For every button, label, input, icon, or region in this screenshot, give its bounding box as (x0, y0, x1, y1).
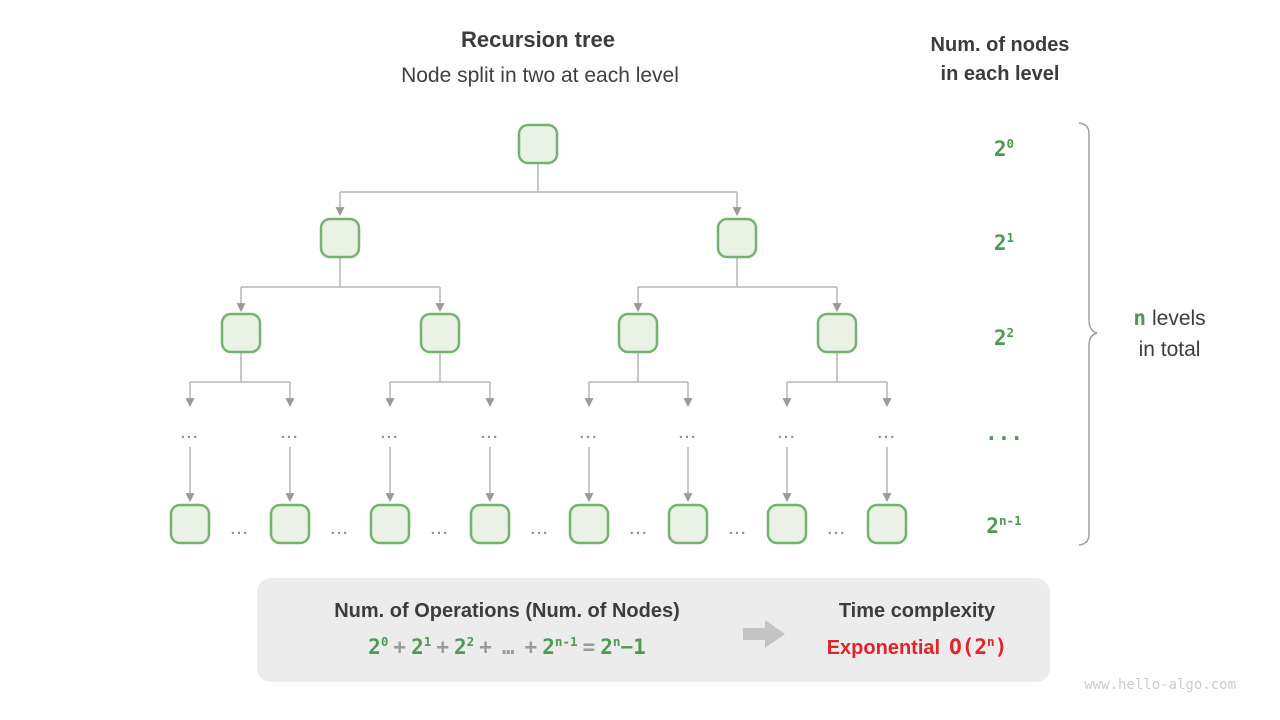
level-count-base: 2 (993, 231, 1007, 255)
page-title: Recursion tree (460, 27, 616, 52)
tree-node (816, 312, 858, 354)
tree-node (766, 503, 808, 545)
level-count-base: 2 (993, 326, 1007, 350)
level4-ellipsis-row: ... ... ... ... ... ... ... ... (181, 425, 897, 442)
tree-node (469, 503, 511, 545)
formula-result: 2n−1 (600, 634, 646, 659)
equals-sign: = (582, 635, 596, 659)
ellipsis: ... (431, 521, 450, 538)
nodes-per-level-header-line1: Num. of nodes (930, 34, 1070, 56)
ellipsis: ... (281, 425, 300, 442)
tree-nodes (169, 123, 908, 545)
tree-node (617, 312, 659, 354)
ellipsis: ... (531, 521, 550, 538)
brace (1078, 122, 1098, 546)
level-count-exponent: 0 (1006, 136, 1015, 151)
levels-text: levels (1151, 307, 1206, 330)
ellipsis: ... (630, 521, 649, 538)
level-count-ellipsis: ... (985, 421, 1023, 445)
connector-line (190, 352, 290, 383)
complexity-label: Exponential (826, 637, 941, 659)
ellipsis: ... (679, 425, 698, 442)
formula-term: 21 (411, 634, 432, 659)
watermark: www.hello-algo.com (1084, 677, 1236, 693)
formula-term: 22 (453, 634, 475, 659)
ellipsis: ... (729, 521, 748, 538)
formula-ellipsis: … (501, 635, 515, 659)
ellipsis: ... (481, 425, 500, 442)
summary-box: Num. of Operations (Num. of Nodes) 20+21… (257, 578, 1050, 682)
tree-node (517, 123, 559, 165)
tree-node (269, 503, 311, 545)
level-count-exponent: n-1 (998, 513, 1022, 528)
tree-arrows (185, 192, 892, 503)
level-count-2-0: 20 (994, 130, 1014, 163)
formula-term: 2n-1 (542, 634, 578, 659)
tree-node (667, 503, 709, 545)
time-complexity-title: Time complexity (838, 600, 996, 622)
connector-line (787, 352, 887, 383)
big-o-notation: O(2n) (949, 634, 1008, 659)
tree-node (866, 503, 908, 545)
operations-title: Num. of Operations (Num. of Nodes) (334, 600, 680, 622)
complexity-result: Exponential O(2n) (777, 634, 1057, 660)
formula-term: 20 (368, 634, 389, 659)
nodes-per-level-header-line2: in each level (940, 63, 1060, 85)
plus-sign: + (436, 635, 449, 659)
n-symbol: n (1133, 306, 1146, 330)
tree-node (716, 217, 758, 259)
ellipsis: ... (580, 425, 599, 442)
tree-node (568, 503, 610, 545)
level-count-exponent: 1 (1006, 230, 1015, 245)
tree-node (220, 312, 262, 354)
tree-node (419, 312, 461, 354)
ellipsis: ... (331, 521, 350, 538)
level-count-base: 2 (993, 137, 1007, 161)
operations-formula: 20+21+22+…+2n-1=2n−1 (277, 634, 737, 659)
plus-sign: + (524, 635, 538, 659)
right-arrow-icon (743, 620, 785, 648)
connector-line (390, 352, 490, 383)
level-count-2-2: 22 (994, 319, 1014, 352)
tree-node (319, 217, 361, 259)
tree-connectors (190, 164, 887, 383)
connector-line (638, 257, 837, 288)
level-count-exponent: 2 (1006, 325, 1015, 340)
tree-node (369, 503, 411, 545)
ellipsis: ... (231, 521, 250, 538)
level-count-base: 2 (986, 514, 999, 538)
connector-line (241, 257, 440, 288)
ellipsis: ... (381, 425, 400, 442)
connector-line (340, 164, 737, 193)
page-subtitle: Node split in two at each level (401, 64, 679, 87)
level-count-2-n-1: 2n-1 (986, 507, 1021, 540)
plus-sign: + (479, 635, 492, 659)
nodes-per-level-header: Num. of nodes in each level (900, 31, 1100, 89)
level-count-2-1: 21 (994, 224, 1014, 257)
ellipsis: ... (181, 425, 200, 442)
connector-line (589, 352, 688, 383)
ellipsis: ... (878, 425, 897, 442)
plus-sign: + (393, 635, 407, 659)
tree-node (169, 503, 211, 545)
ellipsis: ... (828, 521, 847, 538)
n-levels-line2: in total (1138, 338, 1201, 361)
ellipsis: ... (778, 425, 797, 442)
bottom-ellipsis-row: ... ... ... ... ... ... ... (231, 521, 847, 538)
